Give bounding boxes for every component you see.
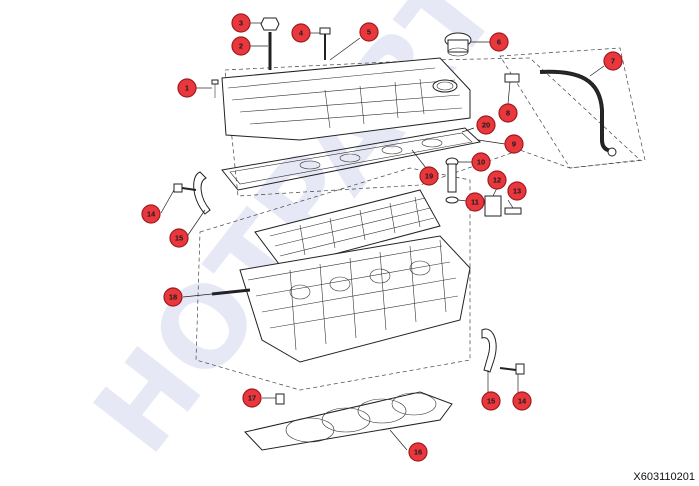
callout-8: 8 xyxy=(498,103,518,123)
breather-hose xyxy=(539,69,616,153)
callout-7: 7 xyxy=(603,51,623,71)
svg-text:4: 4 xyxy=(299,29,304,38)
cylinder-head-frame xyxy=(195,167,471,391)
diagram-code: X603110201 xyxy=(633,471,695,483)
svg-text:15: 15 xyxy=(487,397,495,406)
breather-hose-inner xyxy=(539,71,603,140)
callout-17: 17 xyxy=(242,388,262,408)
svg-text:9: 9 xyxy=(512,140,516,149)
callout-4: 4 xyxy=(291,23,311,43)
callout-15-right: 15 xyxy=(481,391,501,411)
svg-text:11: 11 xyxy=(471,198,479,207)
callout-6: 6 xyxy=(489,32,509,52)
callout-14-right: 14 xyxy=(512,391,532,411)
callout-12: 12 xyxy=(487,170,507,190)
stud-18 xyxy=(211,288,251,296)
bolt-14-right xyxy=(499,363,525,375)
svg-text:10: 10 xyxy=(477,158,485,167)
svg-text:3: 3 xyxy=(239,19,243,28)
svg-text:13: 13 xyxy=(513,187,521,196)
bolt-14-left xyxy=(173,183,197,193)
dowel-pin xyxy=(275,393,285,405)
svg-text:8: 8 xyxy=(506,109,510,118)
callout-18: 18 xyxy=(163,287,183,307)
svg-text:15: 15 xyxy=(175,234,183,243)
callout-1: 1 xyxy=(177,78,197,98)
svg-text:5: 5 xyxy=(367,28,371,37)
head-gasket xyxy=(244,391,453,451)
camshaft-carrier xyxy=(254,189,441,269)
svg-text:6: 6 xyxy=(497,38,501,47)
callout-19: 19 xyxy=(419,166,439,186)
cover-bolt-1 xyxy=(211,79,219,98)
callout-20: 20 xyxy=(476,115,496,135)
svg-text:17: 17 xyxy=(248,394,256,403)
callout-14-left: 14 xyxy=(141,204,161,224)
nut-3 xyxy=(260,17,280,31)
callout-5: 5 xyxy=(359,22,379,42)
callout-11: 11 xyxy=(465,192,485,212)
lifting-eye-left xyxy=(193,171,211,215)
callout-9: 9 xyxy=(504,134,524,154)
spark-tube-seal xyxy=(445,157,459,193)
lifting-eye-right xyxy=(481,328,497,373)
svg-text:12: 12 xyxy=(493,176,501,185)
breather-connector xyxy=(504,73,520,83)
svg-text:19: 19 xyxy=(425,172,433,181)
svg-text:1: 1 xyxy=(185,84,189,93)
callout-13: 13 xyxy=(507,181,527,201)
washer-11 xyxy=(445,196,459,204)
svg-text:14: 14 xyxy=(147,210,156,219)
svg-text:2: 2 xyxy=(239,42,243,51)
breather-hose-frame xyxy=(499,47,646,169)
callout-15-left: 15 xyxy=(169,228,189,248)
svg-text:14: 14 xyxy=(518,397,527,406)
bolt-4 xyxy=(319,27,331,60)
valve-cover xyxy=(221,57,471,141)
svg-text:7: 7 xyxy=(611,57,615,66)
svg-text:20: 20 xyxy=(482,121,490,130)
callout-16: 16 xyxy=(408,442,428,462)
hose-clamp xyxy=(607,147,617,157)
callout-10: 10 xyxy=(471,152,491,172)
svg-text:16: 16 xyxy=(414,448,422,457)
callout-3: 3 xyxy=(231,13,251,33)
valve-cover-gasket xyxy=(221,127,482,191)
oil-filler-cap xyxy=(444,32,472,57)
svg-text:18: 18 xyxy=(169,293,177,302)
cylinder-head xyxy=(239,235,471,363)
callout-2: 2 xyxy=(231,36,251,56)
